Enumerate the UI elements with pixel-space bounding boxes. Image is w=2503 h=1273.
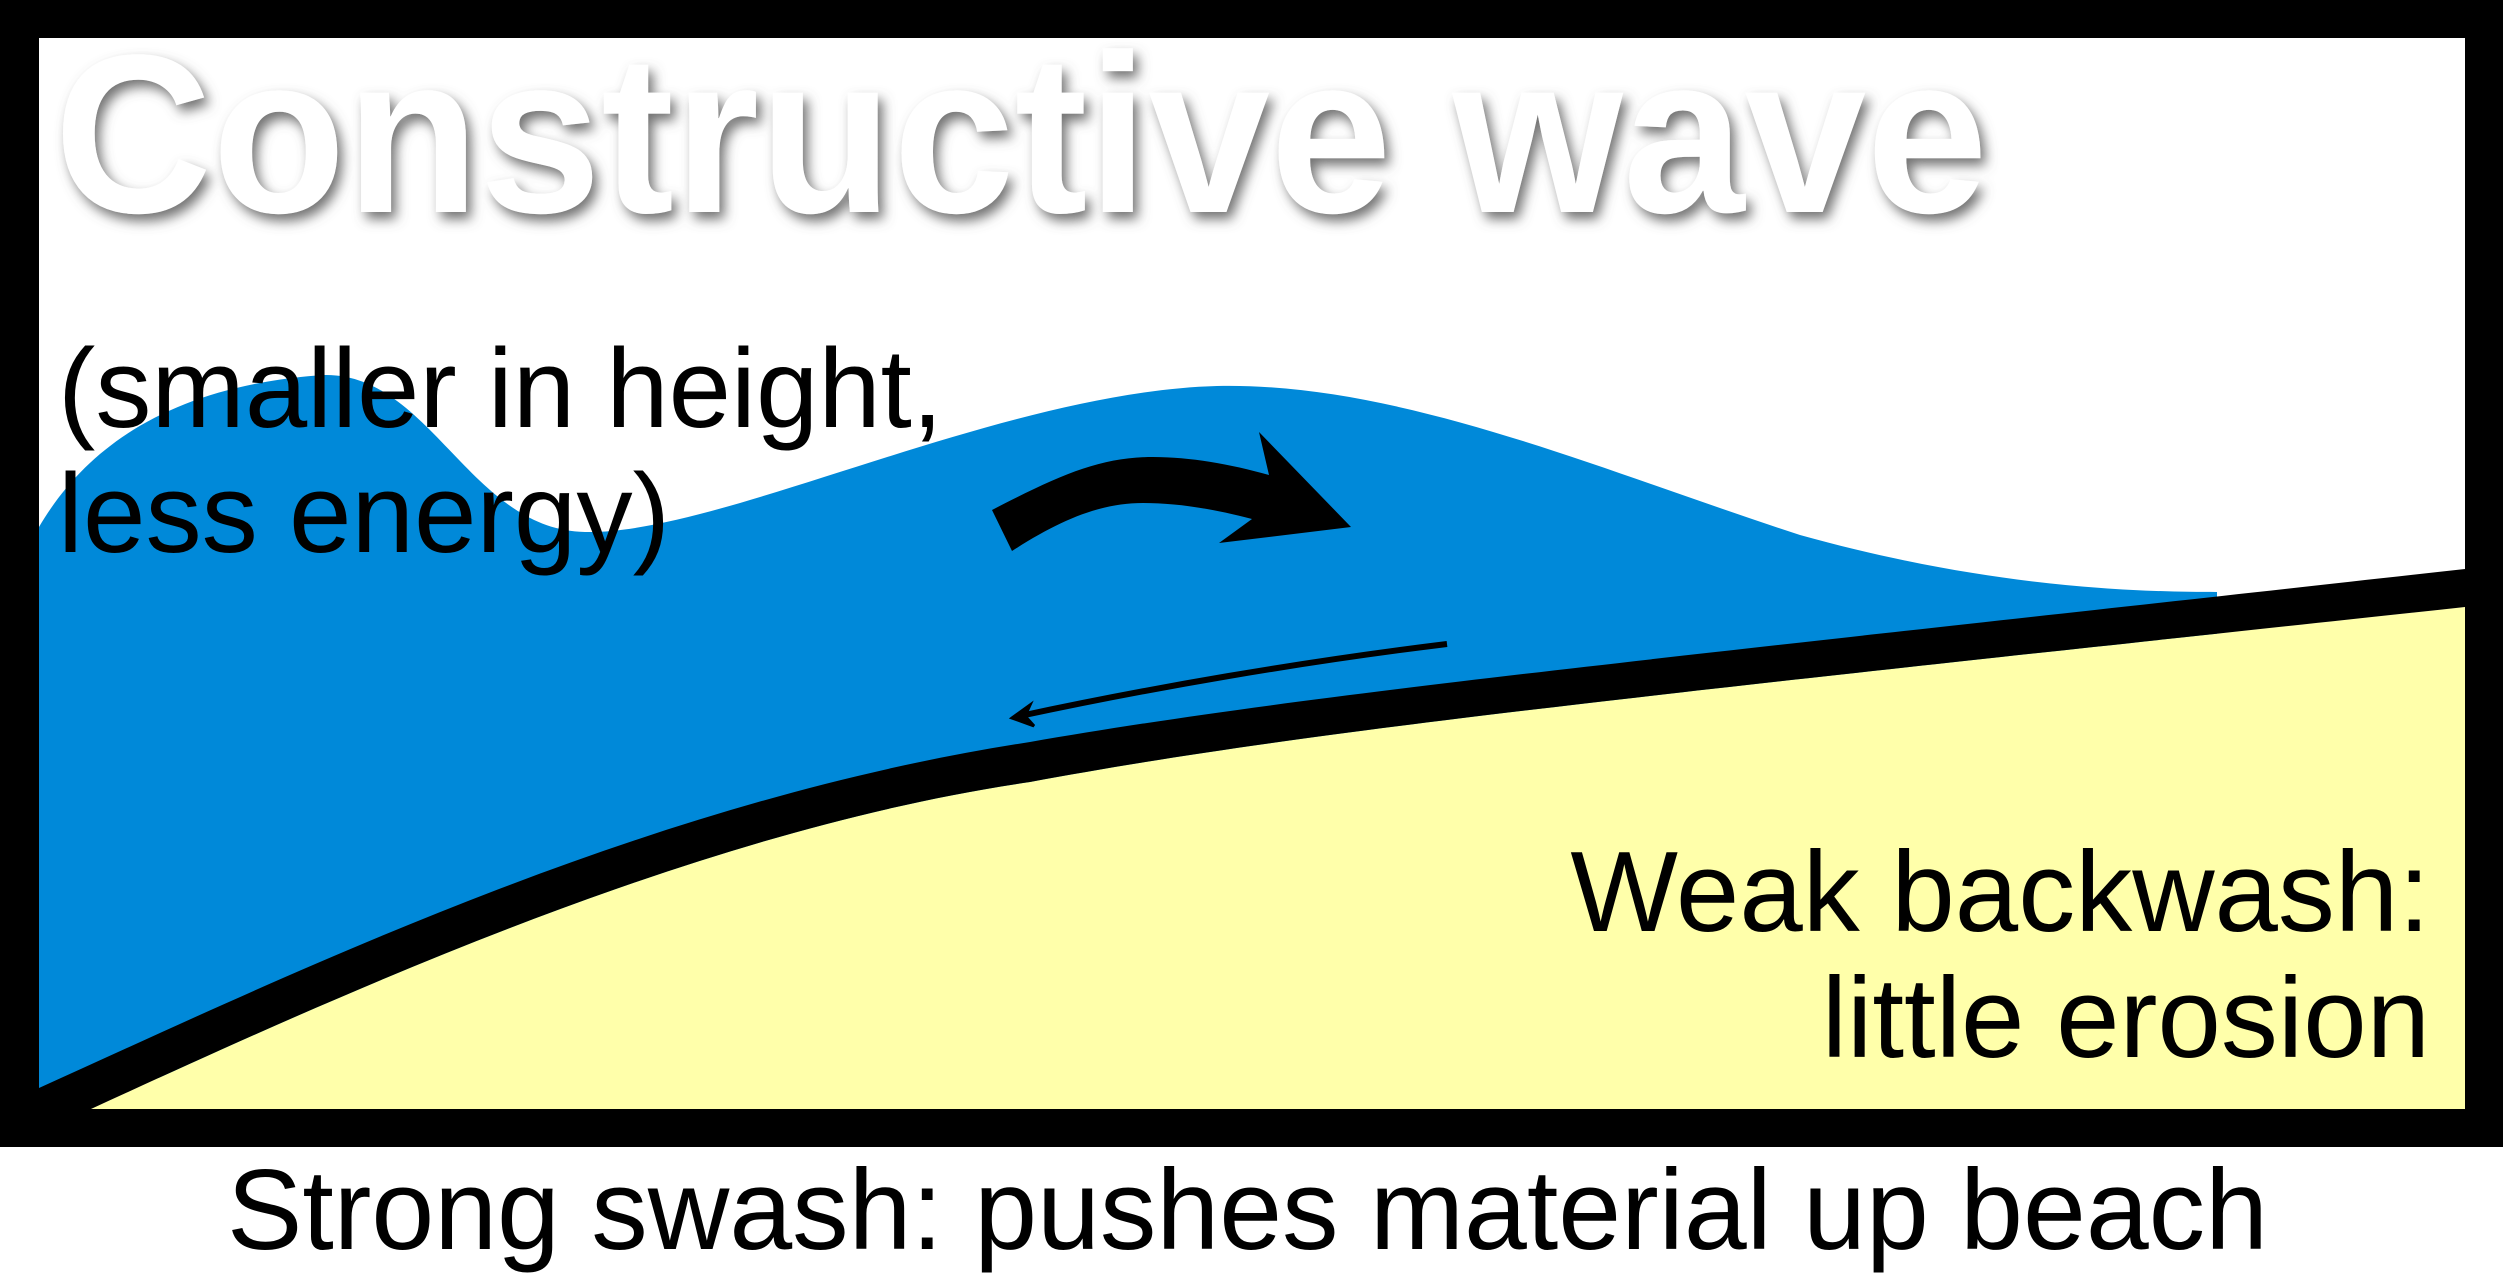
backwash-label-line-2: little erosion	[1822, 955, 2430, 1082]
swash-caption: Strong swash: pushes material up beach	[227, 1147, 2268, 1273]
swash-arrow-icon	[992, 432, 1351, 551]
backwash-label-line-1: Weak backwash:	[1570, 829, 2430, 956]
backwash-arrow-icon	[1008, 641, 1448, 728]
beach-sand	[91, 607, 2465, 1109]
diagram-title: Constructive wave	[54, 7, 1988, 260]
wave-description-line-1: (smaller in height,	[58, 326, 943, 451]
wave-description-line-2: less energy)	[58, 451, 670, 576]
beach-line	[39, 569, 2465, 1109]
